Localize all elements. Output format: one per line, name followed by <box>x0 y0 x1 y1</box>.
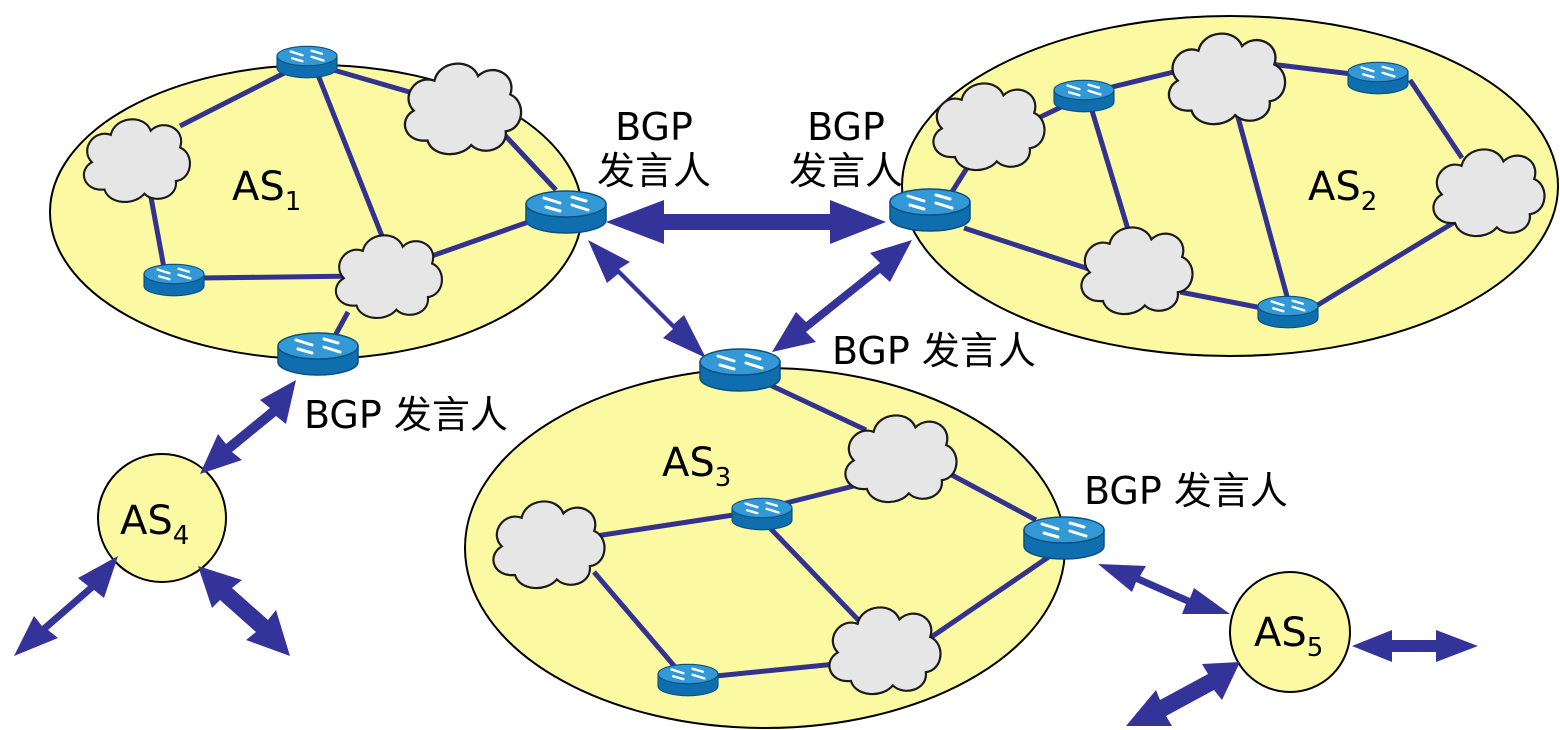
router-icon <box>656 663 720 697</box>
router-icon <box>276 331 360 377</box>
speaker-as1-label-top: BGP <box>615 105 693 149</box>
double-headed-arrow-icon <box>1098 564 1230 614</box>
router-icon <box>1052 79 1116 113</box>
double-headed-arrow-icon <box>1352 630 1478 662</box>
router-icon <box>142 263 206 297</box>
speaker-as2-label-bottom: 发言人 <box>789 149 903 193</box>
as4-label: AS4 <box>120 498 189 551</box>
bgp-arrows <box>14 200 1478 726</box>
speaker-as1-label-bottom: 发言人 <box>597 149 711 193</box>
router-icon <box>524 189 608 235</box>
as2-links <box>947 61 1465 311</box>
double-headed-arrow-icon <box>772 240 912 352</box>
as2-label: AS2 <box>1308 164 1377 217</box>
router-icon <box>888 187 972 233</box>
as4-region <box>97 453 227 583</box>
router-icon <box>1022 515 1106 561</box>
double-headed-arrow-icon <box>1126 662 1240 726</box>
speaker-as2-label-top: BGP <box>807 105 885 149</box>
double-headed-arrow-icon <box>14 556 118 656</box>
router-icon <box>698 347 782 393</box>
router-icon <box>1256 295 1320 329</box>
speaker-as3-label: BGP 发言人 <box>832 329 1036 373</box>
router-icon <box>730 497 794 531</box>
double-headed-arrow-icon <box>200 380 296 474</box>
router-icon <box>275 45 339 79</box>
as1-label: AS1 <box>232 164 301 217</box>
router-icon <box>1346 61 1410 95</box>
double-headed-arrow-icon <box>588 240 706 358</box>
as5-region <box>1229 571 1351 693</box>
speaker-as1-lower-label: BGP 发言人 <box>304 393 508 437</box>
as3-label: AS3 <box>662 440 731 493</box>
double-headed-arrow-icon <box>198 566 290 656</box>
as5-label: AS5 <box>1254 610 1323 663</box>
as3-links <box>592 382 1052 679</box>
speaker-as3-right-label: BGP 发言人 <box>1084 469 1288 513</box>
double-headed-arrow-icon <box>606 200 886 244</box>
